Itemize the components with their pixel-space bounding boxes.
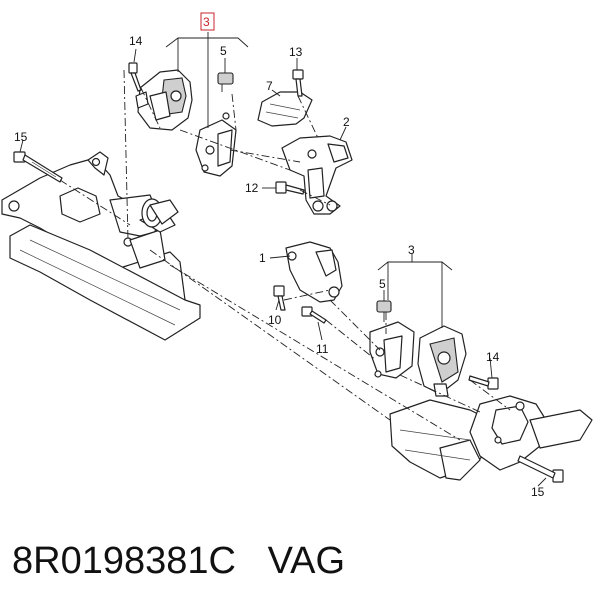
part-number: 8R0198381C — [12, 540, 236, 582]
brand-name: VAG — [267, 540, 346, 582]
cap-5-mid — [376, 300, 392, 322]
callout-10: 10 — [268, 313, 282, 327]
callout-15-right: 15 — [531, 485, 545, 499]
leader-lines — [19, 32, 547, 487]
bracket-2 — [281, 135, 353, 215]
bolt-12 — [275, 181, 305, 195]
bolt-14-top — [128, 62, 142, 92]
bolt-10 — [273, 285, 286, 311]
callout-5-top: 5 — [220, 44, 227, 58]
callout-11: 11 — [316, 342, 329, 356]
bolt-14-mid — [468, 375, 499, 390]
subframe-left — [1, 151, 201, 341]
callout-3-top: 3 — [203, 15, 210, 29]
bolt-13 — [292, 69, 304, 97]
heat-shield-7 — [257, 91, 313, 127]
part-caption: 8R0198381C VAG — [12, 536, 345, 586]
bolt-15-left — [13, 151, 63, 183]
bolt-11 — [301, 306, 327, 324]
callout-5-mid: 5 — [379, 277, 386, 291]
highlight-box-3 — [200, 12, 215, 31]
callout-12: 12 — [245, 181, 259, 195]
callout-14-top: 14 — [129, 34, 143, 48]
engine-mount-top — [135, 69, 237, 177]
dash-lines — [59, 69, 511, 441]
subframe-right — [389, 395, 593, 481]
callout-13: 13 — [289, 45, 303, 59]
bolt-15-right — [517, 455, 564, 483]
callout-2: 2 — [343, 115, 350, 129]
engine-mount-mid — [369, 321, 467, 397]
cap-5-top — [217, 72, 234, 92]
callout-3-mid: 3 — [408, 243, 415, 257]
bracket-1 — [285, 241, 343, 303]
callout-labels: 3 14 5 13 7 2 15 12 1 3 5 10 11 14 15 — [14, 12, 545, 499]
callout-15-left: 15 — [14, 130, 28, 144]
callout-1: 1 — [259, 251, 266, 265]
callout-7: 7 — [266, 79, 273, 93]
callout-14-mid: 14 — [486, 350, 500, 364]
